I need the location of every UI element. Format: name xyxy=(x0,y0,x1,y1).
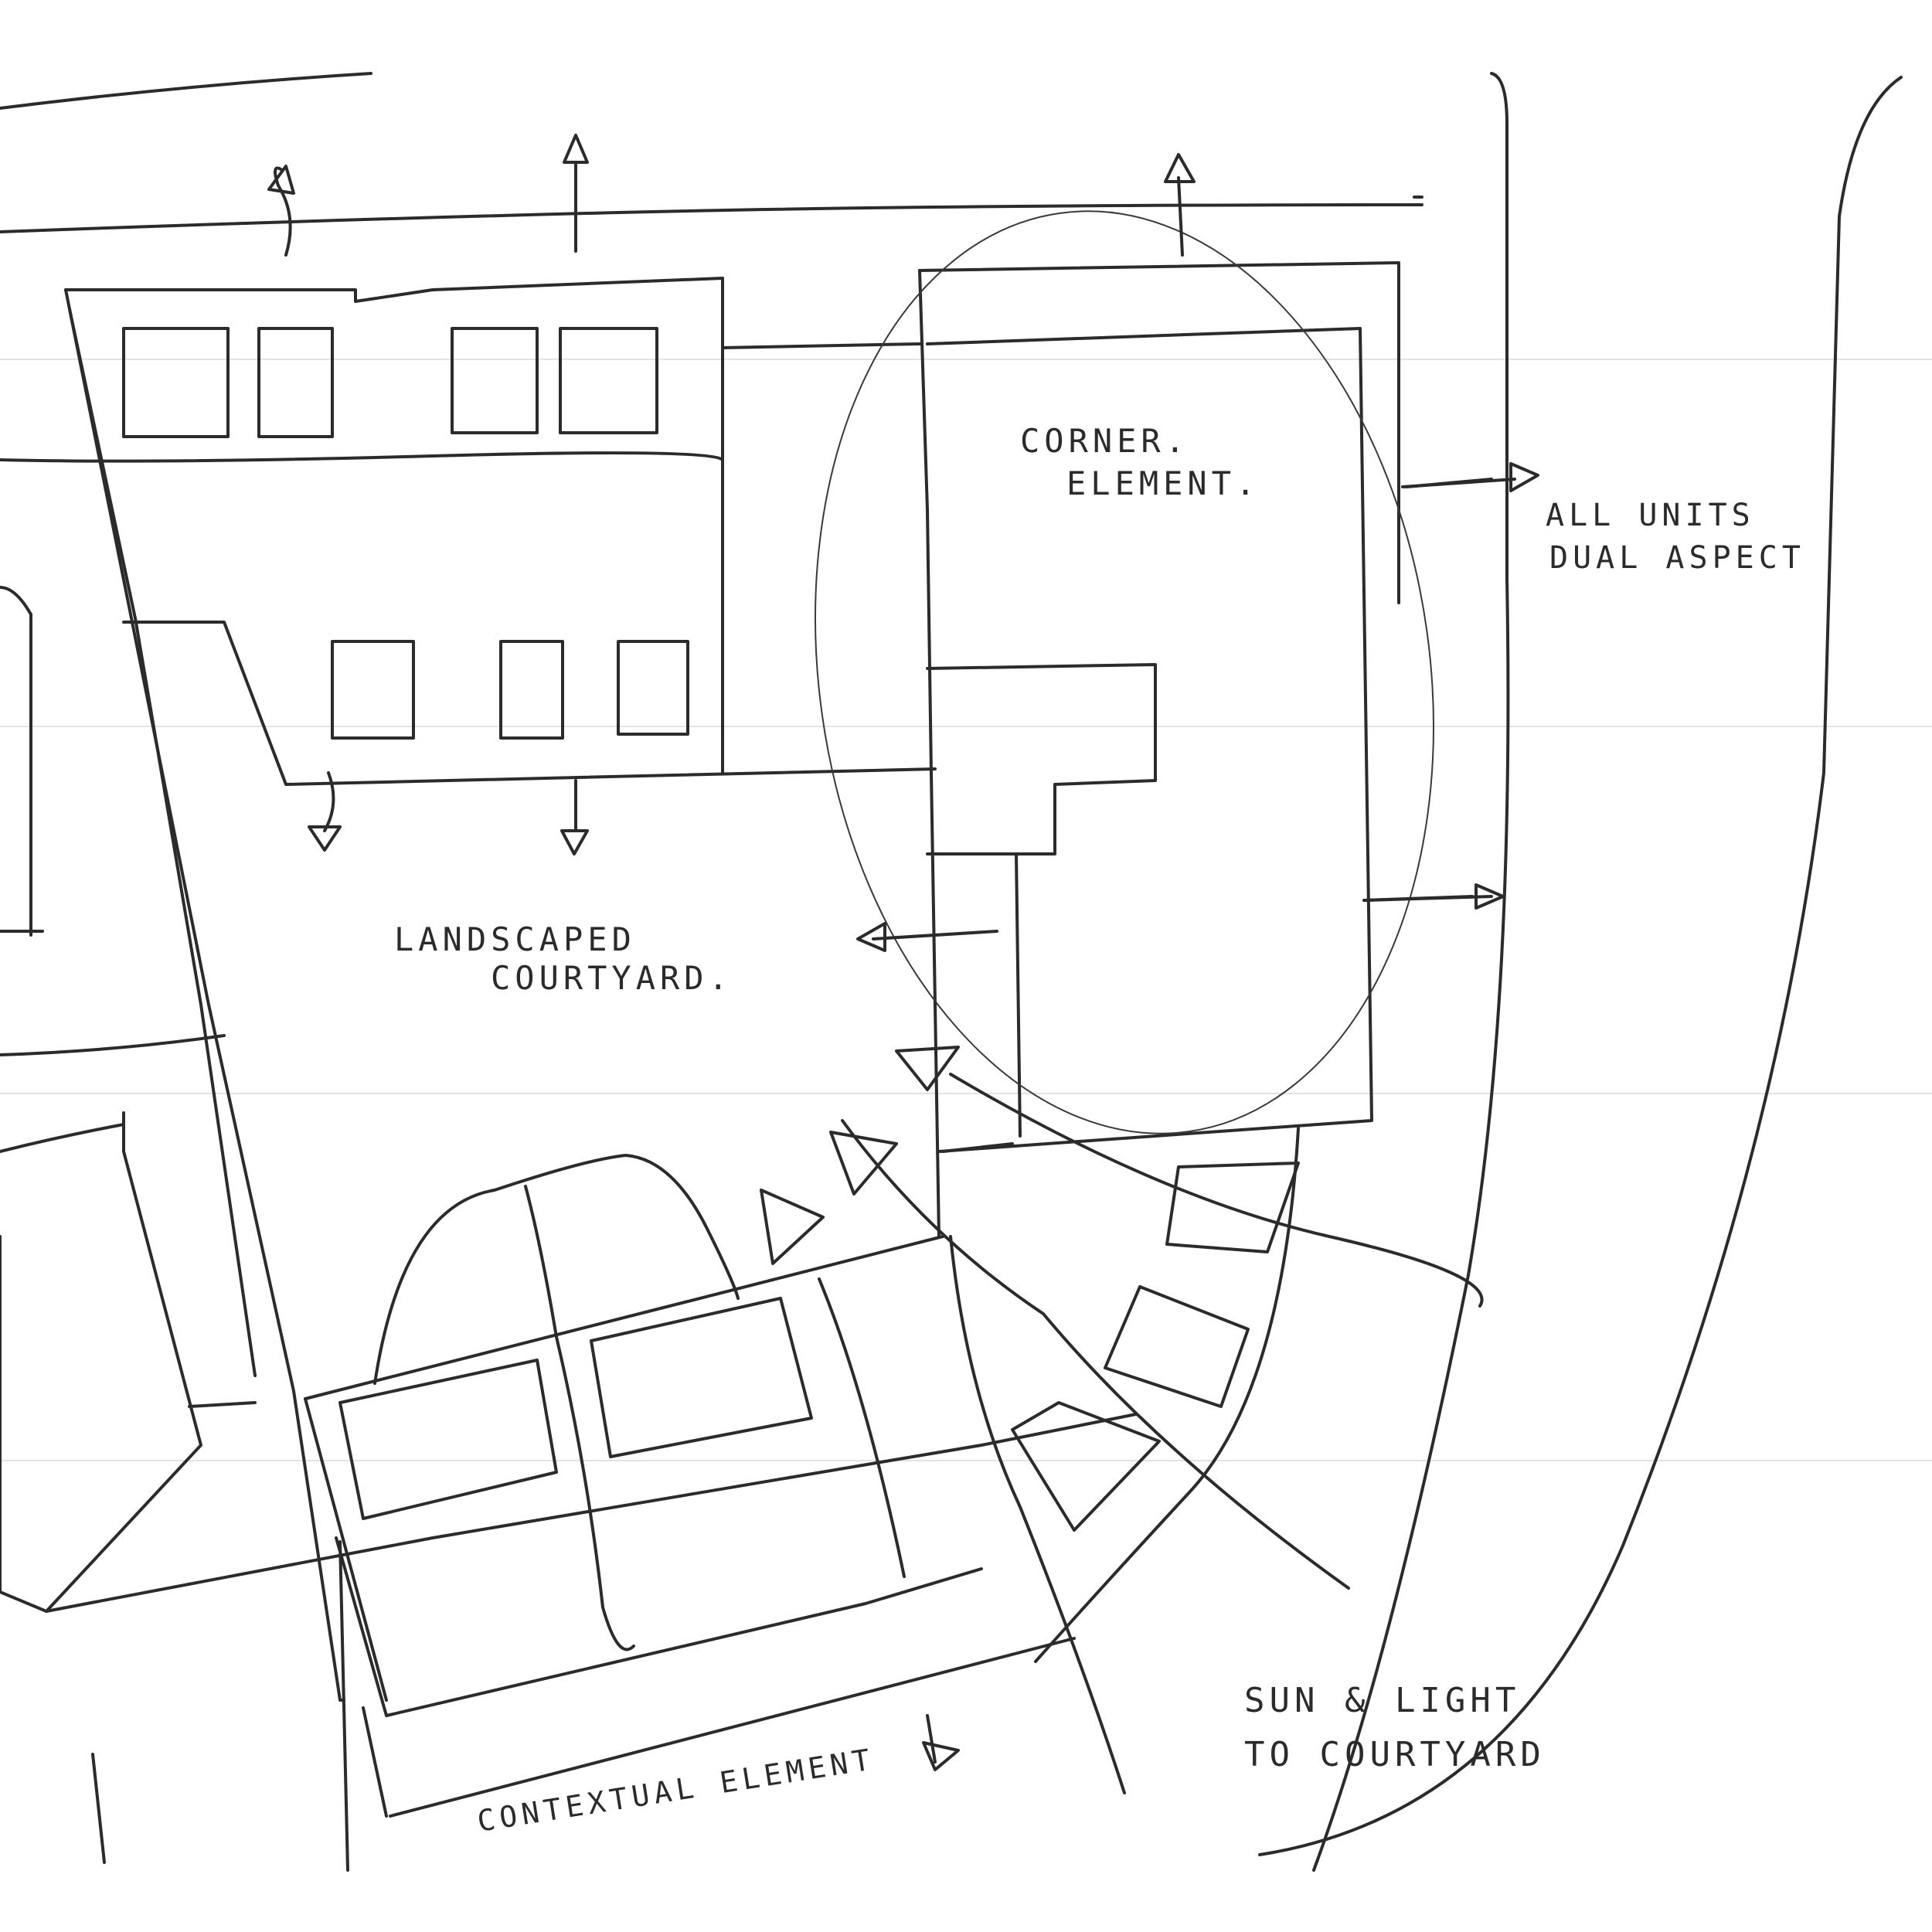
courtyard-west-edge xyxy=(0,308,345,1702)
all-units-label-line2: DUAL ASPECT xyxy=(1549,540,1805,576)
sun-light-lines xyxy=(841,1073,1484,1794)
corner-ellipse xyxy=(815,210,1434,1134)
garden-path xyxy=(524,1185,635,1651)
north-building-block xyxy=(0,277,937,937)
right-road-curves xyxy=(1258,72,1903,1872)
landscaped-label-line1: LANDSCAPED xyxy=(394,920,636,958)
top-street-lines xyxy=(0,72,1423,233)
corner-element-label-line1: CORNER. xyxy=(1020,422,1189,460)
south-windows xyxy=(338,1297,813,1520)
south-building-block xyxy=(0,1111,1138,1872)
sun-light-label-line2: TO COURTYARD xyxy=(1244,1735,1546,1774)
aspect-arrows xyxy=(267,134,1539,1771)
curved-bay-windows xyxy=(941,1127,1300,1663)
upper-windows xyxy=(122,327,689,740)
corner-element-block xyxy=(721,261,1516,1238)
garden-mound xyxy=(373,1154,740,1385)
all-units-label-line1: ALL UNITS xyxy=(1546,498,1755,533)
landscaped-label-line2: COURTYARD. xyxy=(491,959,733,997)
sun-light-label-line1: SUN & LIGHT xyxy=(1244,1681,1520,1720)
contextual-element-label: CONTEXTUAL ELEMENT xyxy=(475,1742,877,1838)
corner-element-label-line2: ELEMENT. xyxy=(1066,464,1260,502)
